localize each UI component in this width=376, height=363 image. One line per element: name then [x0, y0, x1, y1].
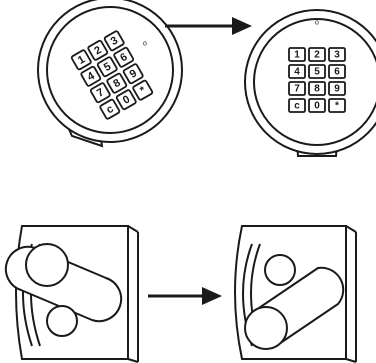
key-label: 3	[334, 50, 340, 61]
keypad-lock-upright: o 1 2 3 4 5 6 7 8 9 c 0 *	[244, 9, 376, 157]
key-outline	[308, 81, 326, 96]
key-label: c	[294, 101, 300, 112]
keypad-key-4: 4	[288, 64, 306, 79]
key-outline	[115, 89, 137, 111]
roller-small	[46, 305, 78, 337]
keypad-key-8: 8	[308, 81, 326, 96]
keypad-grid: 1 2 3 4 5 6 7 8 9 c 0 *	[288, 47, 346, 113]
roller-small	[264, 254, 296, 286]
key-label: c	[104, 103, 115, 116]
keypad-key-9: 9	[328, 81, 346, 96]
key-outline	[89, 82, 111, 104]
key-label: 6	[118, 51, 129, 64]
keypad-key-5: 5	[308, 64, 326, 79]
keypad-key-1: 1	[288, 47, 306, 62]
keypad-grid: 123 456 789 c0 *	[70, 30, 154, 120]
key-label: 0	[121, 93, 132, 106]
key-outline	[122, 63, 144, 85]
key-outline	[308, 64, 326, 79]
keypad-key-star: *	[328, 98, 346, 113]
key-label: 4	[294, 67, 300, 78]
keypad-key-3: 3	[103, 30, 125, 52]
key-label: 2	[92, 44, 103, 57]
keypad-key-c: c	[288, 98, 306, 113]
right-arrow-icon	[148, 287, 222, 305]
keypad-key-0: 0	[308, 98, 326, 113]
keypad-key-6: 6	[328, 64, 346, 79]
key-outline	[308, 98, 326, 113]
key-outline	[132, 79, 154, 101]
keypad-key-star: *	[132, 79, 154, 101]
roller-large	[25, 243, 69, 287]
key-outline	[106, 72, 128, 94]
key-label: 5	[314, 67, 320, 78]
keypad-marker: o	[143, 41, 147, 48]
right-arrow-icon	[165, 17, 252, 35]
key-outline	[288, 98, 306, 113]
keypad-key-c: c	[99, 98, 121, 120]
key-outline	[103, 30, 125, 52]
key-outline	[308, 47, 326, 62]
keypad-key-7: 7	[89, 82, 111, 104]
key-outline	[96, 56, 118, 78]
bolt-mechanism-after	[234, 225, 357, 363]
inner-ring	[46, 6, 174, 134]
key-label: 7	[294, 84, 300, 95]
keypad-lock-rotated: o 123 456 789 c0 *	[37, 0, 183, 148]
key-label: 1	[294, 50, 300, 61]
inner-ring	[253, 18, 376, 146]
key-outline	[288, 81, 306, 96]
key-outline	[288, 47, 306, 62]
key-label: 2	[314, 50, 320, 61]
key-label: 9	[334, 84, 340, 95]
key-outline	[80, 65, 102, 87]
keypad-key-2: 2	[87, 39, 109, 61]
keypad-key-1: 1	[70, 49, 92, 71]
keypad-key-6: 6	[113, 46, 135, 68]
key-label: 3	[109, 35, 120, 48]
key-outline	[328, 64, 346, 79]
bolt-mechanism-before	[4, 225, 139, 363]
key-outline	[288, 64, 306, 79]
key-label: 8	[111, 77, 122, 90]
keypad-marker: o	[315, 20, 319, 27]
key-label: *	[335, 101, 339, 112]
keypad-key-3: 3	[328, 47, 346, 62]
keypad-key-5: 5	[96, 56, 118, 78]
key-label: 5	[102, 60, 113, 73]
key-outline	[87, 39, 109, 61]
key-label: *	[138, 84, 148, 97]
keypad-key-7: 7	[288, 81, 306, 96]
key-label: 8	[314, 84, 320, 95]
key-outline	[99, 98, 121, 120]
key-outline	[328, 81, 346, 96]
key-outline	[328, 98, 346, 113]
keypad-key-8: 8	[106, 72, 128, 94]
key-label: 0	[314, 101, 320, 112]
keypad-key-9: 9	[122, 63, 144, 85]
keypad-key-4: 4	[80, 65, 102, 87]
key-label: 7	[95, 86, 106, 99]
key-label: 9	[128, 67, 139, 80]
keypad-key-0: 0	[115, 89, 137, 111]
key-label: 1	[76, 54, 87, 67]
key-outline	[328, 47, 346, 62]
key-label: 6	[334, 67, 340, 78]
roller-large	[244, 306, 288, 350]
keypad-key-2: 2	[308, 47, 326, 62]
key-outline	[70, 49, 92, 71]
key-outline	[113, 46, 135, 68]
